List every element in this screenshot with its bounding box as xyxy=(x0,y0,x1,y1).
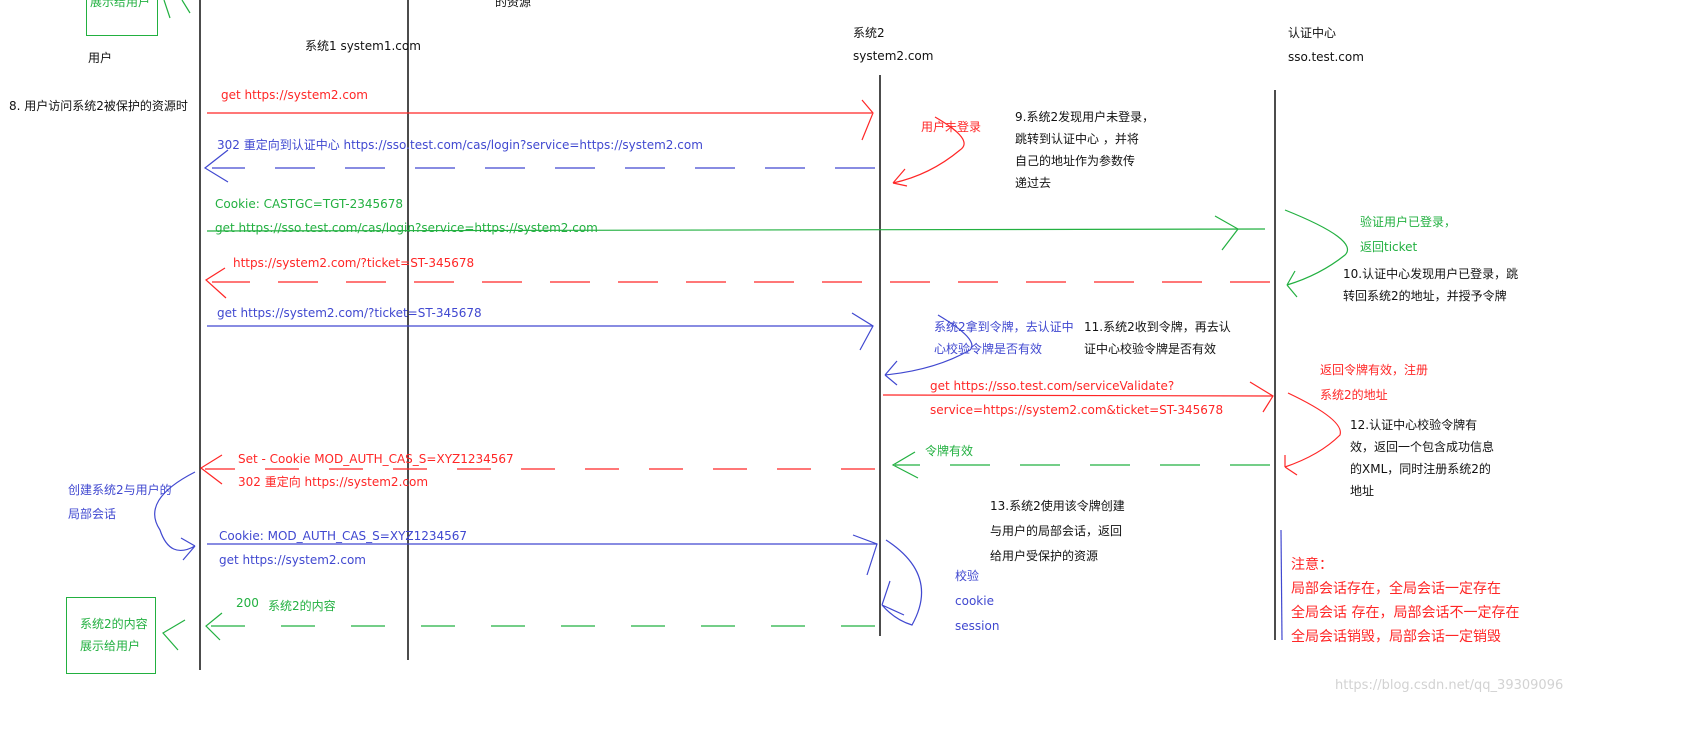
loop-label-line: cookie xyxy=(955,594,994,608)
loop-create-session xyxy=(154,471,196,561)
step-10: 10.认证中心发现用户已登录，跳 转回系统2的地址，并授予令牌 xyxy=(1343,263,1518,307)
loop-label-check: 校验 cookie session xyxy=(955,564,999,639)
arrow-get-system2 xyxy=(207,99,874,141)
loop-label-line: 系统2拿到令牌，去认证中 xyxy=(934,320,1074,334)
result-box-line: 展示给用户 xyxy=(80,639,141,653)
step-12-line: 的XML，同时注册系统2的 xyxy=(1350,462,1491,476)
step-9-line: 递过去 xyxy=(1015,176,1052,190)
note-title: 注意： xyxy=(1291,557,1333,573)
loop-label-line: 创建系统2与用户的 xyxy=(68,483,172,497)
loop-sso-verified xyxy=(1284,209,1348,298)
arrow-cookie-mod-auth xyxy=(207,534,878,576)
msg-get-ticket: get https://system2.com/?ticket=ST-34567… xyxy=(217,306,482,320)
step-9: 9.系统2发现用户未登录， 跳转到认证中心 ，并将 自己的地址作为参数传 递过去 xyxy=(1015,106,1154,194)
note-line: 局部会话存在，全局会话一定存在 xyxy=(1291,581,1501,597)
step-13-line: 给用户受保护的资源 xyxy=(990,549,1099,563)
loop-sso-return xyxy=(1284,392,1341,476)
loop-label-not-logged-in: 用户未登录 xyxy=(921,120,982,134)
msg-302-redirect-system2: 302 重定向 https://system2.com xyxy=(238,475,429,489)
loop-label-line: 心校验令牌是否有效 xyxy=(934,342,1043,356)
note-line: 全局会话 存在，局部会话不一定存在 xyxy=(1291,605,1520,621)
note: 注意： 局部会话存在，全局会话一定存在 全局会话 存在，局部会话不一定存在 全局… xyxy=(1291,553,1519,649)
step-10-line: 10.认证中心发现用户已登录，跳 xyxy=(1343,267,1519,281)
msg-get-system2: get https://system2.com xyxy=(221,88,368,102)
msg-cookie-mod-auth: Cookie: MOD_AUTH_CAS_S=XYZ1234567 xyxy=(219,529,468,543)
step-12-line: 地址 xyxy=(1350,484,1375,498)
msg-system2-content: 系统2的内容 xyxy=(268,599,336,613)
participant-sso-name: 认证中心 xyxy=(1288,26,1337,40)
fragment-line xyxy=(181,0,191,14)
result-box-line: 系统2的内容 xyxy=(80,617,148,631)
top-resource-text: 的资源 xyxy=(495,0,532,9)
loop-label-line: 系统2的地址 xyxy=(1320,388,1388,402)
loop-label-line: 验证用户已登录， xyxy=(1360,215,1457,229)
step-9-line: 跳转到认证中心 ，并将 xyxy=(1015,132,1139,146)
arrow-ticket-redirect xyxy=(205,267,1270,299)
msg-token-valid: 令牌有效 xyxy=(925,444,974,458)
step-9-line: 自己的地址作为参数传 xyxy=(1015,154,1136,168)
step-13: 13.系统2使用该令牌创建 与用户的局部会话，返回 给用户受保护的资源 xyxy=(990,494,1125,569)
loop-sys2-validate xyxy=(884,314,973,386)
loop-check-session xyxy=(881,539,923,626)
arrow-token-valid xyxy=(891,451,1270,479)
loop-label-sso-verified: 验证用户已登录， 返回ticket xyxy=(1360,210,1456,260)
participant-user: 用户 xyxy=(88,51,113,65)
loop-label-line: session xyxy=(955,619,1000,633)
fragment-line xyxy=(163,0,171,19)
step-8: 8. 用户访问系统2被保护的资源时 xyxy=(9,99,188,113)
step-12-line: 12.认证中心校验令牌有 xyxy=(1350,418,1478,432)
note-line: 全局会话销毁，局部会话一定销毁 xyxy=(1291,629,1501,645)
loop-label-sys2-validate: 系统2拿到令牌，去认证中 心校验令牌是否有效 xyxy=(934,316,1074,360)
loop-label-create-session: 创建系统2与用户的 局部会话 xyxy=(68,478,172,526)
loop-label-line: 返回令牌有效，注册 xyxy=(1320,363,1429,377)
msg-set-cookie: Set - Cookie MOD_AUTH_CAS_S=XYZ1234567 xyxy=(238,452,514,466)
loop-label-sso-return: 返回令牌有效，注册 系统2的地址 xyxy=(1320,358,1428,408)
watermark: https://blog.csdn.net/qq_39309096 xyxy=(1335,678,1564,693)
arrow-show-user xyxy=(162,619,186,651)
loop-not-logged-in xyxy=(892,116,965,187)
participant-system2-name: 系统2 xyxy=(853,26,885,40)
arrow-service-validate xyxy=(882,381,1274,413)
result-box xyxy=(66,597,156,674)
step-12-line: 效，返回一个包含成功信息 xyxy=(1350,440,1495,454)
msg-get-system2-again: get https://system2.com xyxy=(219,553,366,567)
arrow-200-content xyxy=(205,612,875,641)
arrow-get-ticket xyxy=(207,312,874,351)
step-13-line: 13.系统2使用该令牌创建 xyxy=(990,499,1125,513)
step-10-line: 转回系统2的地址，并授予令牌 xyxy=(1343,289,1507,303)
msg-cookie-castgc: Cookie: CASTGC=TGT-2345678 xyxy=(215,197,404,211)
step-9-line: 9.系统2发现用户未登录， xyxy=(1015,110,1155,124)
loop-label-line: 校验 xyxy=(955,569,980,583)
step-12: 12.认证中心校验令牌有 效，返回一个包含成功信息 的XML，同时注册系统2的 … xyxy=(1350,414,1494,502)
step-13-line: 与用户的局部会话，返回 xyxy=(990,524,1123,538)
result-box-text: 系统2的内容 展示给用户 xyxy=(80,613,148,657)
top-result-box xyxy=(86,0,158,36)
participant-system2-domain: system2.com xyxy=(853,49,934,63)
loop-label-line: 返回ticket xyxy=(1360,240,1418,254)
step-11-line: 11.系统2收到令牌，再去认 xyxy=(1084,320,1231,334)
msg-service-validate-2: service=https://system2.com&ticket=ST-34… xyxy=(930,403,1224,417)
participant-sso-domain: sso.test.com xyxy=(1288,50,1364,64)
msg-get-sso-login: get https://sso.test.com/cas/login?servi… xyxy=(215,221,598,235)
top-box-text: 展示给用户 xyxy=(90,0,151,9)
msg-200: 200 xyxy=(236,596,259,610)
step-11: 11.系统2收到令牌，再去认 证中心校验令牌是否有效 xyxy=(1084,316,1231,360)
arrow-302-redirect-sso xyxy=(203,149,875,183)
arrow-set-cookie xyxy=(199,454,875,485)
msg-302-redirect-sso: 302 重定向到认证中心 https://sso.test.com/cas/lo… xyxy=(217,138,703,152)
msg-service-validate-1: get https://sso.test.com/serviceValidate… xyxy=(930,379,1175,393)
note-marker-line xyxy=(1280,529,1283,641)
arrow-cookie-castgc xyxy=(206,215,1266,251)
step-11-line: 证中心校验令牌是否有效 xyxy=(1084,342,1217,356)
loop-label-line: 局部会话 xyxy=(68,507,117,521)
participant-system1: 系统1 system1.com xyxy=(305,39,421,53)
msg-ticket-redirect: https://system2.com/?ticket=ST-345678 xyxy=(233,256,475,270)
